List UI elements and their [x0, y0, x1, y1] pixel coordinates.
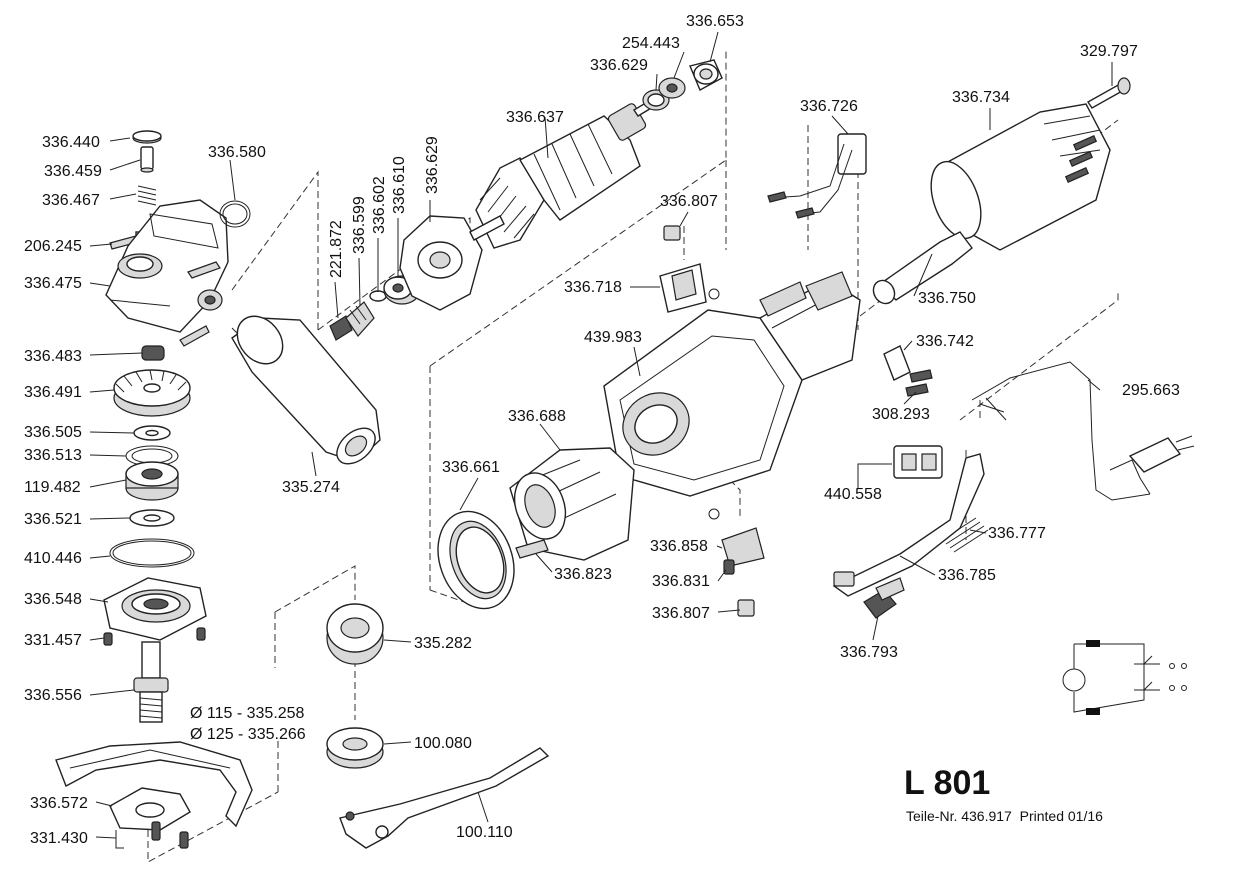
part-label: 336.491	[24, 384, 82, 401]
part-label: 440.558	[824, 486, 882, 503]
part-label: 221.872	[328, 220, 345, 278]
part-label: 336.726	[800, 98, 858, 115]
part-label: 336.572	[30, 795, 88, 812]
part-label: 336.599	[351, 196, 368, 254]
part-label: 336.858	[650, 538, 708, 555]
part-label: 336.505	[24, 424, 82, 441]
armature	[469, 59, 723, 249]
part-label: 331.457	[24, 632, 82, 649]
part-label: 336.629	[590, 57, 648, 74]
side-handle	[231, 315, 381, 465]
part-label: 308.293	[872, 406, 930, 423]
part-label: 439.983	[584, 329, 642, 346]
part-label: 336.831	[652, 573, 710, 590]
part-label: 410.446	[24, 550, 82, 567]
part-label: 254.443	[622, 35, 680, 52]
part-label: 335.282	[414, 635, 472, 652]
leader-lines	[89, 31, 1113, 839]
motor-cover	[872, 77, 1131, 305]
pinion-group	[329, 215, 483, 341]
part-label: 336.440	[42, 134, 100, 151]
part-label: 336.742	[916, 333, 974, 350]
field-coil	[509, 447, 635, 561]
part-label: 336.688	[508, 408, 566, 425]
part-label: 336.548	[24, 591, 82, 608]
part-label: 336.777	[988, 525, 1046, 542]
part-label: 336.475	[24, 275, 82, 292]
part-label: 336.793	[840, 644, 898, 661]
part-label: 336.580	[208, 144, 266, 161]
part-label: 336.610	[391, 156, 408, 214]
part-label: 329.797	[1080, 43, 1138, 60]
part-label: 336.459	[44, 163, 102, 180]
part-label: 336.807	[652, 605, 710, 622]
part-label: 336.718	[564, 279, 622, 296]
part-label: 336.653	[686, 13, 744, 30]
part-label: 206.245	[24, 238, 82, 255]
part-labels: 336.653 254.443 336.629 336.637 329.797 …	[24, 13, 1180, 847]
motor-housing	[603, 271, 861, 497]
power-cable	[971, 361, 1195, 501]
document-number-footer: Teile-Nr. 436.917 Printed 01/16	[906, 808, 1103, 824]
part-label: 336.556	[24, 687, 82, 704]
part-label: 336.807	[660, 193, 718, 210]
part-label: 336.734	[952, 89, 1010, 106]
guard-option-label: Ø 125 - 335.266	[190, 726, 306, 743]
part-label: 100.080	[414, 735, 472, 752]
part-label: 119.482	[24, 479, 81, 496]
part-label: 336.483	[24, 348, 82, 365]
fan-guard-ring	[437, 510, 515, 610]
part-label: 295.663	[1122, 382, 1180, 399]
part-label: 336.661	[442, 459, 500, 476]
model-title: L 801	[904, 764, 991, 802]
part-label: 335.274	[282, 479, 340, 496]
part-label: 336.513	[24, 447, 82, 464]
guard-option-label: Ø 115 - 335.258	[190, 705, 305, 722]
part-label: 336.521	[24, 511, 82, 528]
part-label: 336.467	[42, 192, 100, 209]
circuit-schematic-icon	[1062, 640, 1187, 715]
part-label: 336.637	[506, 109, 564, 126]
part-label: 336.629	[424, 136, 441, 194]
part-label: 336.823	[554, 566, 612, 583]
part-label: 336.750	[918, 290, 976, 307]
part-label: 100.110	[456, 824, 513, 841]
part-label: 336.785	[938, 567, 996, 584]
part-label: 336.602	[371, 176, 388, 234]
electrical-parts	[659, 133, 989, 619]
guard-and-flanges	[55, 603, 550, 849]
gear-head-stack	[103, 130, 251, 723]
part-label: 331.430	[30, 830, 88, 847]
